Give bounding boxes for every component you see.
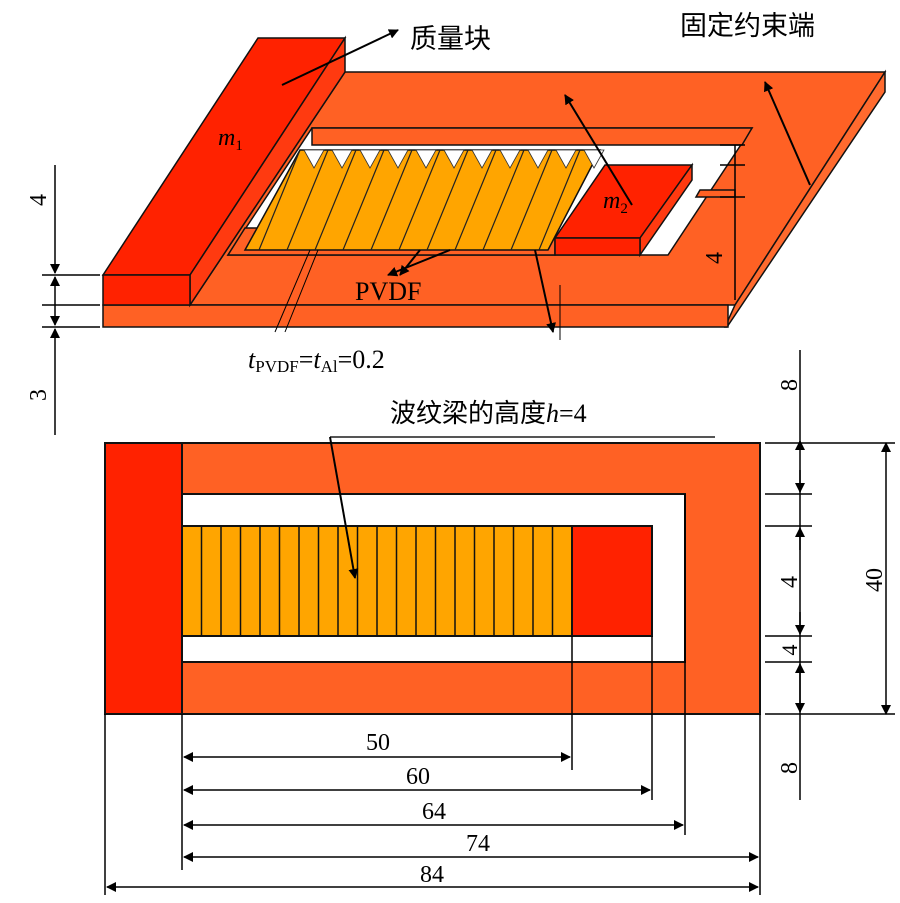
corrugation-line: [342, 149, 385, 251]
thickness-label: tPVDF=tAl=0.2: [248, 345, 385, 376]
corrugation-tip: [387, 149, 409, 169]
mass-block-label: 质量块: [410, 24, 491, 55]
corrugation-tip: [527, 149, 549, 169]
corrugation-tip: [331, 149, 353, 169]
corrugation-lines: [258, 149, 605, 251]
dim-60: 60: [406, 764, 430, 790]
dim-74: 74: [466, 831, 490, 857]
inner-frame-strip-lower: [694, 189, 736, 198]
m1-topview: [104, 442, 183, 715]
corrugation-line: [286, 149, 329, 251]
dim-right-small-4: 4: [777, 645, 802, 656]
dim-84: 84: [420, 862, 444, 888]
iso-leaders: [274, 29, 811, 340]
dim-right-bottom-8: 8: [777, 762, 803, 774]
corrugation-tip: [583, 149, 605, 169]
iso-dim-left-top: 4: [26, 194, 52, 206]
inner-frame-strip: [311, 127, 754, 146]
dim-50: 50: [366, 730, 390, 756]
height-dimension-lines: [765, 350, 895, 800]
corrugated-beam: [243, 149, 602, 251]
corrugation-tip: [471, 149, 493, 169]
fixed-end-label: 固定约束端: [680, 11, 815, 42]
beam-height-leader: [329, 436, 715, 579]
corrugation-tip: [303, 149, 325, 169]
iso-dim-right: 4: [702, 252, 728, 264]
m1-label-bg: [212, 122, 252, 150]
corrugation-tip: [443, 149, 465, 169]
corrugation-tip: [415, 149, 437, 169]
m2-front: [554, 237, 641, 256]
m1-label: m1: [218, 125, 243, 154]
iso-dim-left-bottom: 3: [26, 389, 52, 401]
corrugation-line: [314, 149, 357, 251]
dim-right-top-8: 8: [777, 379, 803, 391]
corrugation-line: [454, 149, 497, 251]
pvdf-label: PVDF: [355, 277, 421, 306]
isometric-view: [101, 35, 887, 328]
corrugation-line: [258, 149, 301, 251]
corrugation-line: [370, 149, 413, 251]
corrugation-tip: [499, 149, 521, 169]
corrugation-line: [426, 149, 469, 251]
dim-total-40: 40: [862, 568, 888, 592]
top-view: [104, 442, 761, 715]
m2-label: m2: [603, 188, 628, 217]
m2-label-bg: [598, 186, 638, 214]
length-dimension-lines: [104, 494, 761, 895]
corrugation-line: [398, 149, 441, 251]
dim-right-mid-4: 4: [777, 576, 803, 588]
m1-front: [102, 274, 191, 306]
beam-strips: [200, 526, 554, 636]
dim-64: 64: [422, 799, 446, 825]
base-plate-front: [102, 304, 729, 328]
m2-topview: [571, 525, 653, 637]
corrugation-line: [538, 149, 581, 251]
iso-dimension-lines: [42, 144, 745, 435]
corrugation-line: [510, 149, 553, 251]
corrugation-tip: [555, 149, 577, 169]
corrugation-tip: [359, 149, 381, 169]
corrugation-line: [482, 149, 525, 251]
beam-height-label: 波纹梁的高度h=4: [390, 399, 587, 429]
